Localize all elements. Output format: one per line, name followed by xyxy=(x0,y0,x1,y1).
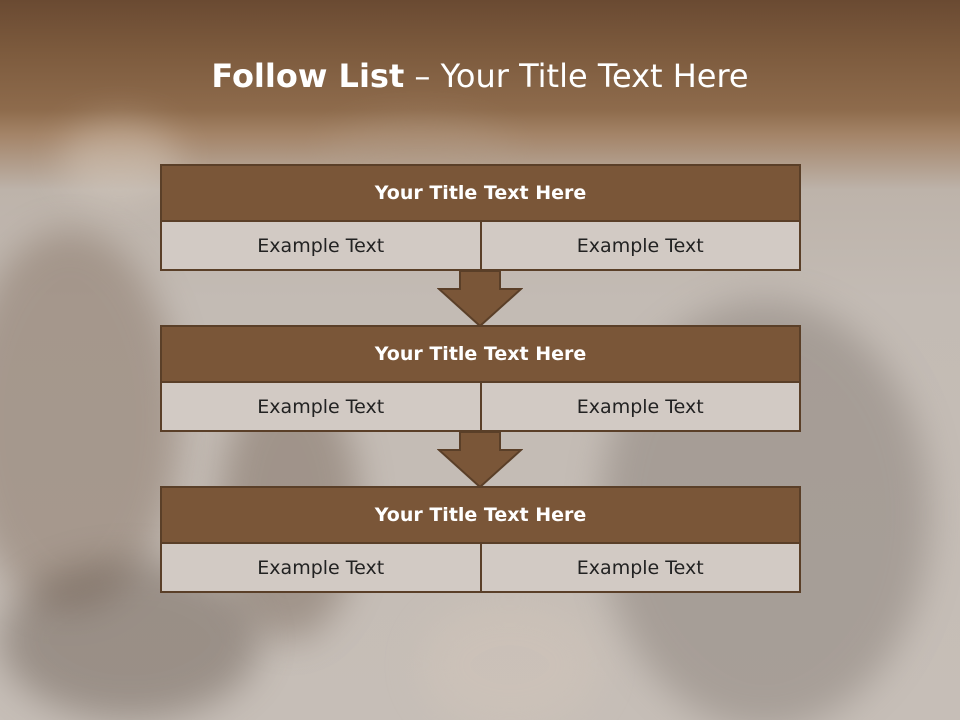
box-title: Your Title Text Here xyxy=(162,488,799,544)
box-cell-left: Example Text xyxy=(257,395,385,418)
list-box-2: Your Title Text Here Example Text Exampl… xyxy=(160,325,801,432)
list-box-1: Your Title Text Here Example Text Exampl… xyxy=(160,164,801,271)
box-cell-right: Example Text xyxy=(479,544,800,591)
list-box-3: Your Title Text Here Example Text Exampl… xyxy=(160,486,801,593)
box-row: Example Text Example Text xyxy=(162,383,799,430)
slide-title-bold: Follow List xyxy=(211,57,405,95)
box-cell-right: Example Text xyxy=(479,383,800,430)
box-title: Your Title Text Here xyxy=(162,166,799,222)
box-title: Your Title Text Here xyxy=(162,327,799,383)
slide-title-rest: – Your Title Text Here xyxy=(404,57,749,95)
down-arrow-icon xyxy=(437,271,523,327)
box-cell-left: Example Text xyxy=(257,234,385,257)
down-arrow-icon xyxy=(437,432,523,488)
box-row: Example Text Example Text xyxy=(162,544,799,591)
box-row: Example Text Example Text xyxy=(162,222,799,269)
box-cell-left: Example Text xyxy=(257,556,385,579)
slide-title: Follow List – Your Title Text Here xyxy=(0,52,960,102)
box-cell-right: Example Text xyxy=(479,222,800,269)
